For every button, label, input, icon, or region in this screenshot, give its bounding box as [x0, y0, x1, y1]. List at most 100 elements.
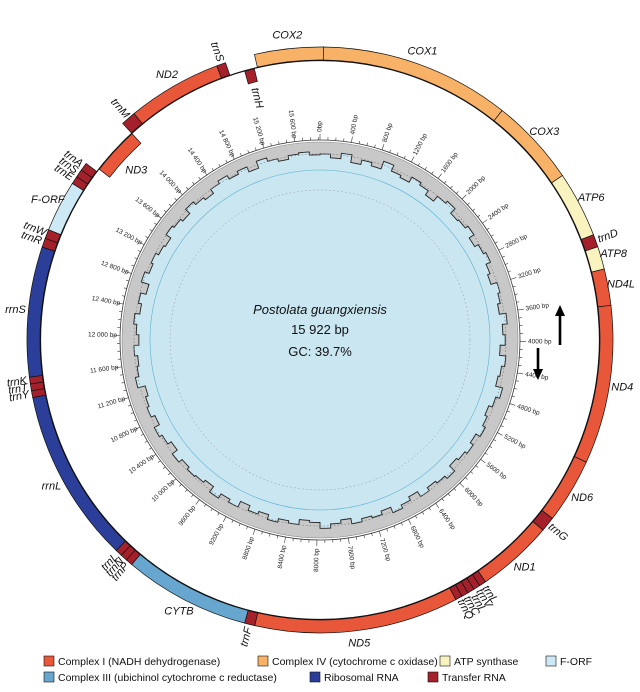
legend-swatch — [258, 656, 268, 666]
scale-tick — [507, 411, 510, 412]
scale-tick — [248, 150, 249, 153]
gene-label: ATP8 — [599, 248, 628, 260]
scale-tick — [277, 535, 278, 538]
gene-label: F-ORF — [31, 194, 66, 206]
scale-tick — [425, 167, 427, 170]
scale-tick — [269, 534, 270, 537]
gene-label: ND4 — [611, 381, 633, 393]
scale-tick — [404, 156, 405, 159]
scale-tick — [204, 504, 206, 506]
scale-tick — [478, 215, 480, 217]
legend-swatch — [44, 672, 54, 682]
scale-tick-label: 3200 bp — [517, 267, 542, 281]
scale-tick — [128, 405, 131, 406]
scale-tick-label: 7600 bp — [346, 545, 356, 570]
scale-tick — [516, 302, 519, 303]
scale-tick — [411, 157, 414, 162]
legend-label: ATP synthase — [454, 656, 519, 668]
gene-label: CYTB — [164, 605, 193, 617]
gene-label: ND4L — [607, 279, 635, 291]
scale-tick-label: 7200 bp — [378, 538, 392, 563]
scale-tick — [131, 265, 134, 266]
scale-tick — [372, 533, 373, 536]
scale-tick — [422, 512, 424, 515]
scale-tick — [348, 538, 349, 544]
scale-tick — [163, 467, 165, 469]
scale-tick — [429, 508, 431, 511]
scale-tick — [505, 263, 508, 264]
scale-tick — [516, 381, 519, 382]
gene-block — [575, 305, 613, 462]
scale-tick — [359, 141, 360, 144]
scale-tick — [497, 433, 502, 436]
scale-tick — [131, 413, 134, 414]
scale-tick — [511, 278, 517, 280]
scale-tick-label: 12 400 bp — [91, 295, 121, 307]
scale-tick — [456, 191, 458, 193]
scale-tick — [467, 203, 469, 205]
scale-tick — [278, 141, 279, 144]
scale-tick — [375, 145, 376, 148]
scale-tick — [517, 373, 523, 374]
scale-tick — [432, 172, 434, 174]
gene-label: COX3 — [529, 126, 560, 138]
genome-length: 15 922 bp — [291, 322, 349, 337]
legend-swatch — [44, 656, 54, 666]
scale-tick — [240, 153, 241, 156]
scale-tick — [192, 182, 194, 184]
gene-block — [542, 457, 586, 519]
scale-tick — [382, 144, 384, 150]
scale-tick — [138, 250, 141, 251]
scale-tick — [246, 526, 247, 529]
scale-tick — [145, 236, 148, 238]
scale-tick — [442, 499, 444, 501]
gene-block — [552, 176, 594, 240]
scale-tick — [387, 529, 388, 532]
scale-tick — [501, 426, 504, 427]
gene-block — [494, 110, 562, 182]
scale-tick — [418, 163, 419, 166]
scale-tick — [438, 174, 442, 179]
legend-swatch — [440, 656, 450, 666]
scale-tick — [120, 375, 123, 376]
scale-tick — [356, 537, 357, 540]
scale-tick — [508, 271, 511, 272]
gene-label: COX2 — [272, 30, 302, 42]
gene-label: COX1 — [407, 46, 437, 58]
gene-block — [49, 183, 84, 234]
scale-tick — [186, 187, 188, 189]
gene-label: rrnS — [5, 304, 26, 316]
scale-tick — [499, 247, 504, 250]
gene-label: trnH — [249, 87, 266, 110]
scale-tick-label: 1200 bp — [412, 132, 429, 156]
scale-tick-label: 15 200 bp — [251, 116, 266, 146]
scale-tick-label: 15 600 bp — [287, 109, 298, 139]
gene-label: ND6 — [571, 492, 594, 504]
scale-tick-label: 4000 bp — [528, 338, 552, 345]
scale-tick — [487, 228, 490, 230]
scale-tick — [145, 441, 148, 443]
scale-tick — [284, 537, 285, 543]
forward-arrow-head — [555, 305, 565, 316]
scale-tick-label: 12 000 bp — [88, 331, 117, 339]
scale-tick — [239, 523, 240, 526]
scale-tick-label: 2800 bp — [504, 233, 528, 250]
scale-tick-label: 13 200 bp — [114, 227, 143, 247]
scale-tick — [124, 288, 127, 289]
scale-tick-label: 2400 bp — [487, 202, 510, 222]
scale-tick — [126, 280, 129, 281]
scale-tick — [408, 519, 411, 524]
scale-tick — [493, 439, 496, 440]
scale-tick — [271, 143, 272, 146]
scale-tick-label: 11 200 bp — [97, 395, 127, 410]
scale-tick — [465, 477, 467, 479]
legend-swatch — [428, 672, 438, 682]
scale-tick-label: 1600 bp — [440, 151, 460, 174]
gene-label: trnM — [108, 96, 132, 121]
scale-tick — [444, 181, 446, 183]
scale-tick — [473, 209, 475, 211]
gene-label: trnS — [208, 40, 226, 64]
scale-tick — [512, 396, 515, 397]
legend-label: Complex III (ubichinol cytochrome c redu… — [58, 672, 277, 684]
scale-tick — [123, 390, 126, 391]
